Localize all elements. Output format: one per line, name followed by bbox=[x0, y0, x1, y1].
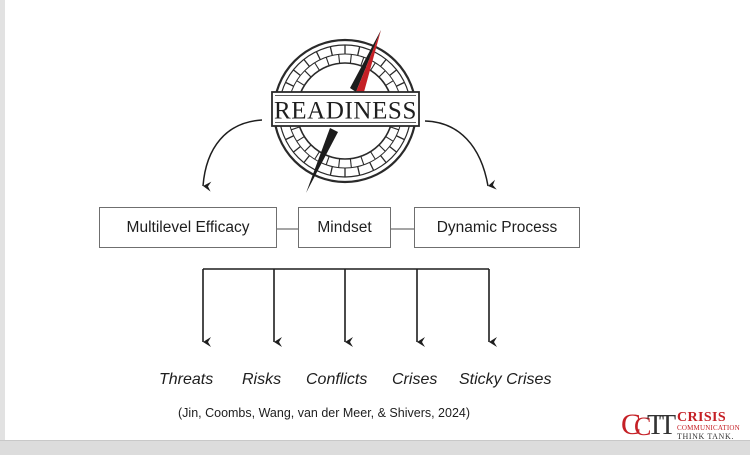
left-edge bbox=[0, 0, 5, 455]
needle-top-dark bbox=[350, 30, 381, 92]
logo-wordmark: CRISIS COMMUNICATION THINK TANK. bbox=[677, 410, 741, 442]
multilevel-efficacy-label: Multilevel Efficacy bbox=[126, 218, 250, 236]
outcome-crises: Crises bbox=[392, 371, 438, 388]
dynamic-process-box: Dynamic Process bbox=[414, 207, 580, 248]
multilevel-efficacy-box: Multilevel Efficacy bbox=[99, 207, 277, 248]
bottom-band bbox=[0, 440, 750, 455]
needle-bottom-dark bbox=[306, 128, 338, 193]
needle-top-red bbox=[356, 30, 381, 92]
logo-line-think-tank: THINK TANK. bbox=[677, 432, 734, 441]
arrow-left-curve bbox=[202, 119, 263, 192]
dynamic-process-label: Dynamic Process bbox=[436, 218, 558, 236]
readiness-label: READINESS bbox=[274, 98, 417, 125]
arrow-right-curve bbox=[424, 120, 497, 190]
outcome-conflicts: Conflicts bbox=[306, 371, 368, 388]
citation: (Jin, Coombs, Wang, van der Meer, & Shiv… bbox=[178, 406, 471, 420]
outcome-threats: Threats bbox=[159, 371, 214, 388]
compass-emblem: READINESS bbox=[271, 30, 420, 193]
logo-line-crisis: CRISIS bbox=[677, 410, 727, 425]
mindset-box: Mindset bbox=[298, 207, 391, 248]
readiness-banner bbox=[271, 91, 420, 127]
outcome-risks: Risks bbox=[242, 371, 282, 388]
logo-line-communication: COMMUNICATION bbox=[677, 424, 740, 432]
mindset-label: Mindset bbox=[317, 218, 372, 236]
outcome-sticky-crises: Sticky Crises bbox=[459, 371, 552, 388]
